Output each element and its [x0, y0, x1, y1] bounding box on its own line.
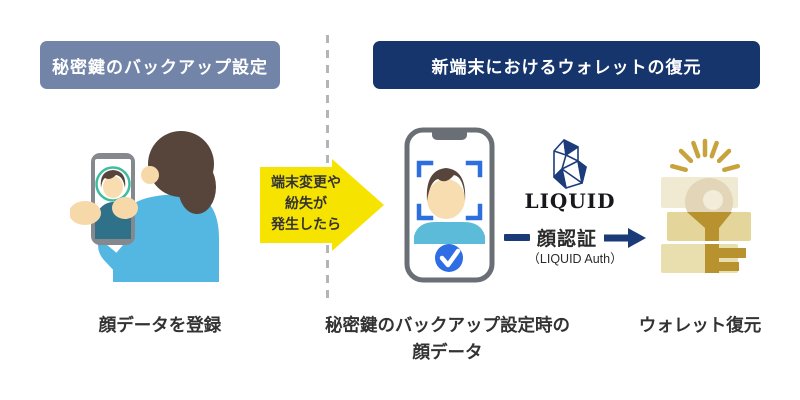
caption-register-face: 顔データを登録 — [98, 315, 222, 335]
caption-wallet-restore: ウォレット復元 — [638, 315, 762, 335]
face-auth-flow-row: 顔認証 — [500, 224, 650, 251]
scanned-face — [414, 168, 485, 244]
trigger-arrow-icon — [260, 159, 384, 251]
selfie-phone-icon — [91, 153, 135, 245]
key-and-blocks — [661, 177, 751, 273]
right-section-header: 新端末におけるウォレットの復元 — [373, 41, 760, 89]
scan-frame-brackets — [416, 160, 483, 221]
liquid-logo-icon — [553, 139, 587, 189]
person-taking-selfie-illustration — [70, 131, 219, 282]
auth-subtitle: （LIQUID Auth） — [527, 252, 623, 266]
trigger-line-2: 紛失が — [285, 195, 327, 211]
person-back-figure — [82, 131, 219, 282]
trigger-line-3: 発生したら — [271, 216, 341, 232]
face-scan-phone-illustration — [404, 127, 495, 283]
auth-line-left — [503, 234, 530, 241]
auth-arrow-right-icon — [604, 227, 646, 248]
caption-backup-line-1: 秘密鍵のバックアップ設定時の — [325, 315, 570, 335]
face-auth-label: 顔認証 — [536, 229, 597, 250]
check-badge-icon — [435, 244, 463, 272]
phone-notch — [432, 132, 467, 140]
trigger-line-1: 端末変更や — [271, 174, 341, 190]
caption-backup-line-2: 顔データ — [412, 342, 483, 362]
trigger-arrow-label: 端末変更や 紛失が 発生したら — [258, 172, 354, 235]
left-hand — [70, 201, 101, 225]
wallet-key-illustration — [661, 138, 751, 273]
shine-rays-icon — [669, 138, 741, 173]
right-hand — [112, 197, 138, 219]
caption-backup-face-data: 秘密鍵のバックアップ設定時の 顔データ — [305, 312, 590, 366]
liquid-wordmark: LIQUID — [524, 189, 616, 213]
left-section-header: 秘密鍵のバックアップ設定 — [40, 41, 280, 89]
